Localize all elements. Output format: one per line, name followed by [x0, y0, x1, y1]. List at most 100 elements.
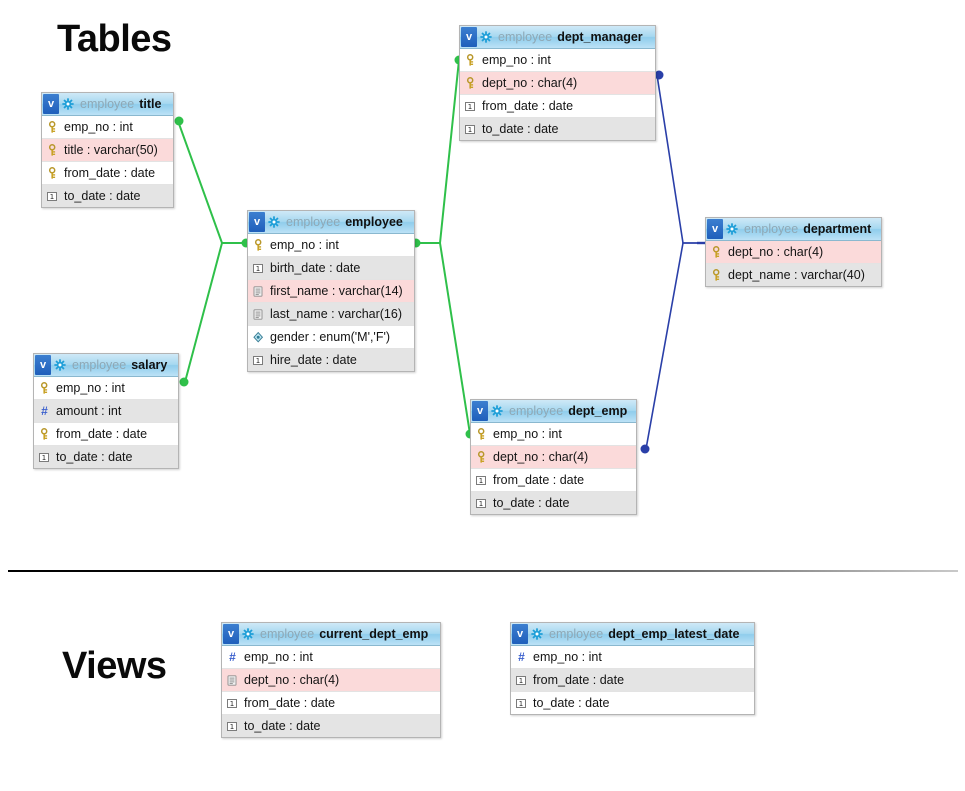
svg-text:1: 1 — [468, 103, 472, 111]
hash-icon: # — [229, 649, 236, 664]
column-row[interactable]: emp_no : int — [34, 377, 178, 400]
column-label: title : varchar(50) — [64, 143, 158, 157]
column-row[interactable]: 1 to_date : date — [471, 492, 636, 514]
svg-text:1: 1 — [42, 454, 46, 462]
schema-name: employee — [286, 215, 341, 229]
view-badge-icon: v — [35, 355, 51, 375]
date-icon: 1 — [38, 451, 51, 464]
column-row[interactable]: dept_no : char(4) — [706, 241, 881, 264]
column-row[interactable]: dept_name : varchar(40) — [706, 264, 881, 286]
column-row[interactable]: emp_no : int — [248, 234, 414, 257]
gear-icon — [62, 98, 74, 110]
column-label: from_date : date — [64, 166, 156, 180]
column-label: first_name : varchar(14) — [270, 284, 403, 298]
column-row[interactable]: 1 to_date : date — [34, 446, 178, 468]
svg-text:1: 1 — [256, 357, 260, 365]
column-row[interactable]: dept_no : char(4) — [222, 669, 440, 692]
schema-name: employee — [498, 30, 553, 44]
column-label: from_date : date — [493, 473, 585, 487]
entity-name: salary — [131, 358, 168, 372]
key-icon — [710, 245, 723, 259]
entity-name: dept_emp_latest_date — [608, 627, 740, 641]
svg-text:1: 1 — [468, 126, 472, 134]
column-label: from_date : date — [244, 696, 336, 710]
column-row[interactable]: emp_no : int — [42, 116, 173, 139]
key-icon — [252, 238, 265, 252]
hash-icon: # — [41, 403, 48, 418]
column-row[interactable]: dept_no : char(4) — [460, 72, 655, 95]
view-badge-icon: v — [43, 94, 59, 114]
date-icon: 1 — [475, 474, 488, 487]
gear-icon — [242, 628, 254, 640]
column-label: birth_date : date — [270, 261, 361, 275]
gear-icon — [491, 405, 503, 417]
column-row[interactable]: #amount : int — [34, 400, 178, 423]
date-icon: 1 — [475, 497, 488, 510]
column-label: to_date : date — [244, 719, 321, 733]
date-icon: 1 — [226, 720, 239, 733]
section-divider — [8, 570, 958, 572]
column-row[interactable]: #emp_no : int — [222, 646, 440, 669]
key-icon — [46, 166, 59, 180]
column-row[interactable]: from_date : date — [34, 423, 178, 446]
key-icon — [475, 450, 488, 464]
gear-icon — [531, 628, 543, 640]
svg-text:1: 1 — [519, 677, 523, 685]
enum-icon — [252, 331, 265, 344]
text-icon — [252, 285, 265, 298]
schema-name: employee — [549, 627, 604, 641]
gear-icon — [480, 31, 492, 43]
column-row[interactable]: 1 to_date : date — [222, 715, 440, 737]
column-label: emp_no : int — [493, 427, 562, 441]
column-row[interactable]: emp_no : int — [471, 423, 636, 446]
column-row[interactable]: first_name : varchar(14) — [248, 280, 414, 303]
column-label: dept_name : varchar(40) — [728, 268, 865, 282]
schema-name: employee — [509, 404, 564, 418]
relation-employee-salary — [179, 242, 247, 387]
column-row[interactable]: emp_no : int — [460, 49, 655, 72]
key-icon — [38, 381, 51, 395]
relation-employee-dept-emp — [415, 242, 475, 439]
column-label: to_date : date — [56, 450, 133, 464]
key-icon — [46, 120, 59, 134]
column-row[interactable]: from_date : date — [42, 162, 173, 185]
svg-text:1: 1 — [479, 500, 483, 508]
column-row[interactable]: last_name : varchar(16) — [248, 303, 414, 326]
key-icon — [38, 427, 51, 441]
column-row[interactable]: dept_no : char(4) — [471, 446, 636, 469]
column-label: to_date : date — [493, 496, 570, 510]
column-row[interactable]: 1 from_date : date — [471, 469, 636, 492]
column-row[interactable]: #emp_no : int — [511, 646, 754, 669]
entity-name: current_dept_emp — [319, 627, 429, 641]
column-row[interactable]: title : varchar(50) — [42, 139, 173, 162]
column-label: dept_no : char(4) — [728, 245, 824, 259]
column-label: to_date : date — [64, 189, 141, 203]
column-row[interactable]: gender : enum('M','F') — [248, 326, 414, 349]
key-icon — [475, 427, 488, 441]
